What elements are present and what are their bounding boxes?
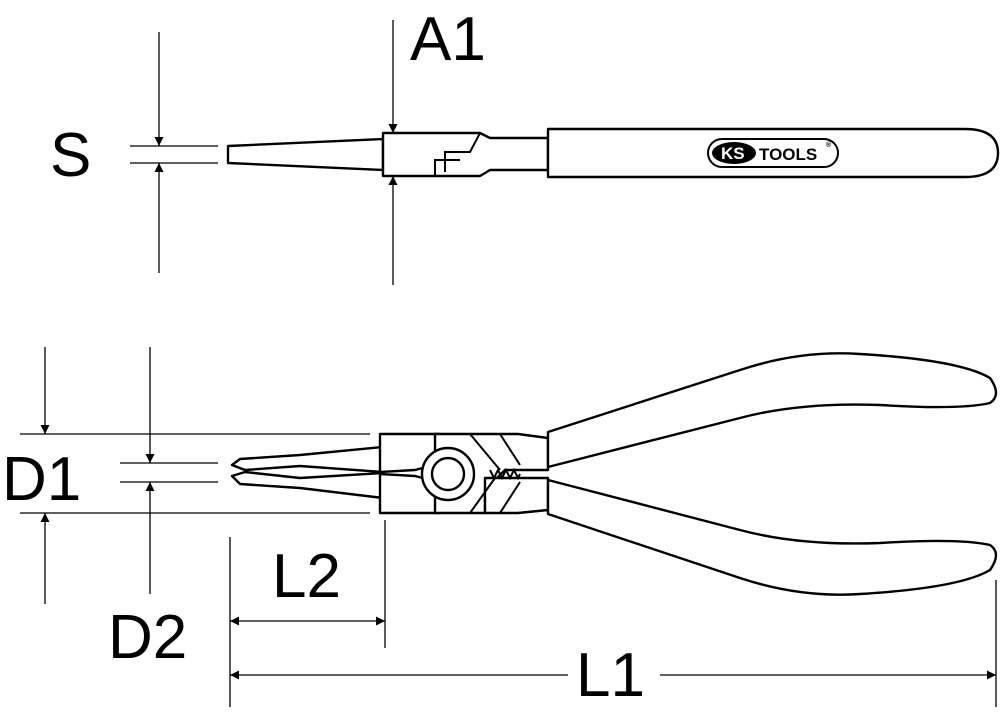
dimension-label-l2: L2 <box>272 542 341 611</box>
spring <box>489 467 521 481</box>
side-view-joint-step <box>444 132 481 172</box>
lower-handle <box>546 478 998 596</box>
side-view: KS TOOLS ® S A1 <box>50 5 1000 285</box>
logo-registered-mark: ® <box>826 141 832 149</box>
logo-ks-text: KS <box>721 144 745 163</box>
logo-tools-text: TOOLS <box>759 145 817 164</box>
side-view-joint <box>381 131 550 178</box>
side-view-tip <box>226 137 385 172</box>
upper-jaw <box>230 445 385 474</box>
side-view-joint-step-2 <box>434 159 460 176</box>
lower-jaw <box>230 470 385 500</box>
dimension-label-l1: L1 <box>576 641 645 710</box>
top-view: D1 D2 L2 L1 <box>2 347 998 710</box>
upper-handle <box>546 352 998 469</box>
dimension-label-d2: D2 <box>108 603 187 672</box>
dimension-label-a1: A1 <box>410 5 486 74</box>
dimension-label-d1: D1 <box>2 445 81 514</box>
ks-tools-logo: KS TOOLS ® <box>707 138 839 168</box>
joint-plate-lower <box>483 476 550 515</box>
dimension-label-s: S <box>50 121 91 190</box>
pivot-inner <box>430 456 466 492</box>
